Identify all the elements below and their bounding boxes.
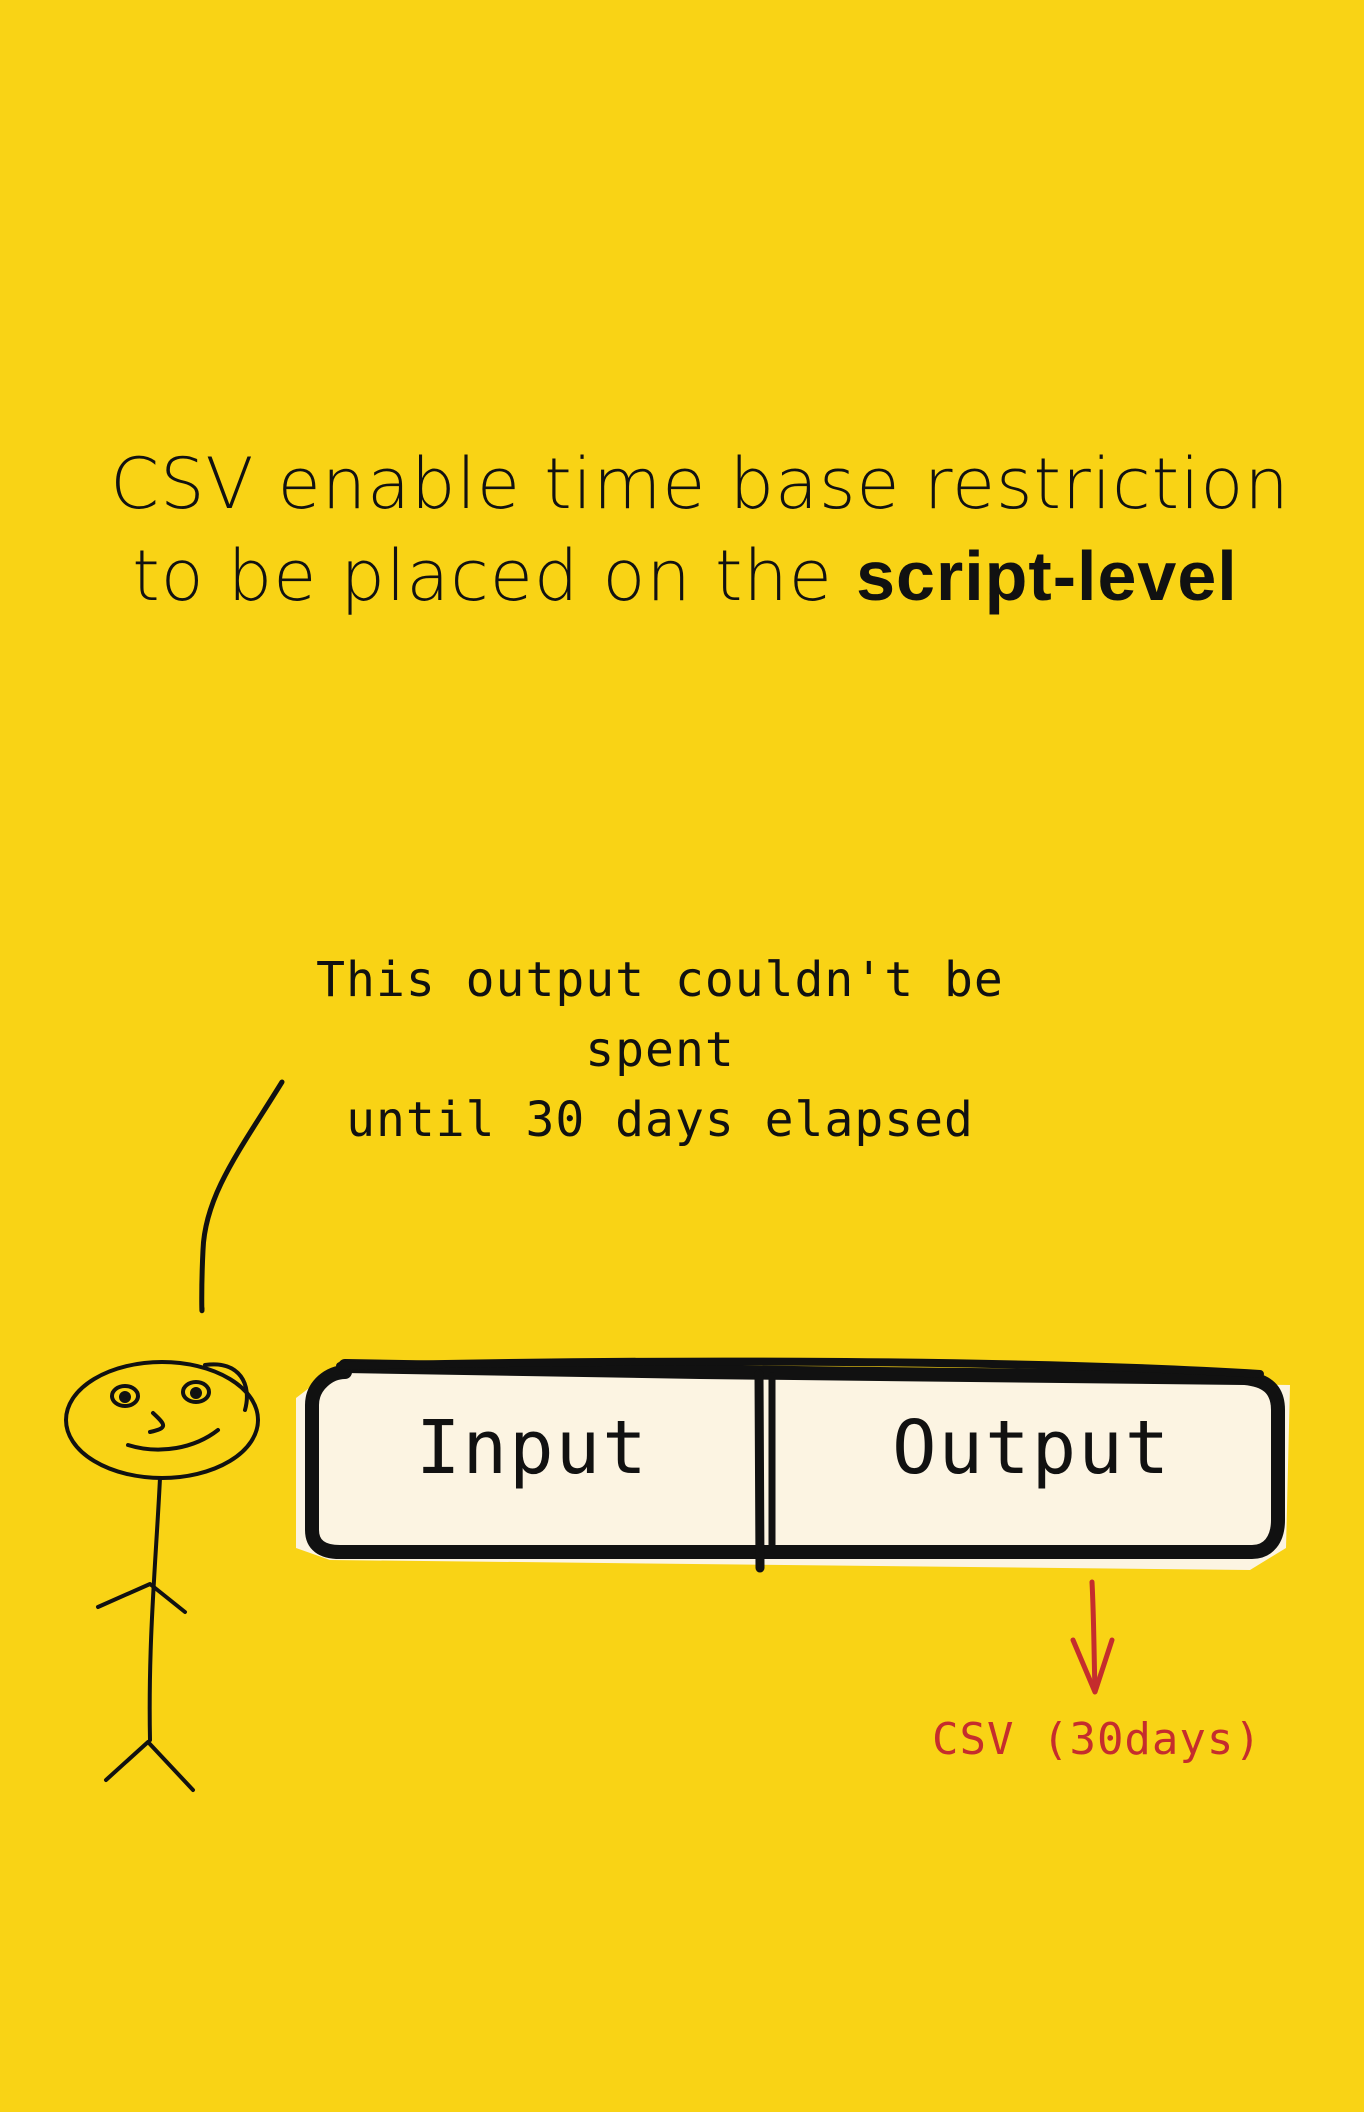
csv-label: CSV (30days) [932, 1714, 1262, 1765]
stick-figure [64, 1360, 260, 1792]
stick-figure-arms [96, 1582, 187, 1614]
headline-bold-term: script-level [856, 537, 1238, 615]
callout-line-2: until 30 days elapsed [346, 1092, 974, 1148]
transaction-divider [754, 1369, 765, 1573]
headline-line-2: to be placed on the script-level [0, 530, 1364, 622]
headline-line-1: CSV enable time base restriction [110, 443, 1290, 525]
output-label: Output [892, 1405, 1172, 1491]
stick-figure-right-eye [181, 1380, 211, 1404]
stick-figure-legs [104, 1740, 195, 1792]
headline-line-2-text: to be placed on the [132, 535, 857, 617]
headline: CSV enable time base restriction to be p… [0, 438, 1364, 622]
input-label: Input [416, 1405, 649, 1491]
transaction-box [296, 1357, 1290, 1573]
transaction-box-fill [296, 1372, 1290, 1570]
transaction-box-outline [305, 1359, 1285, 1559]
callout-line-1: This output couldn't be spent [316, 952, 1004, 1078]
csv-arrow [1070, 1579, 1115, 1695]
stick-figure-left-eye [110, 1384, 140, 1408]
stick-figure-smile [126, 1428, 220, 1452]
stick-figure-body [147, 1476, 162, 1742]
speech-pointer-line [199, 1079, 285, 1313]
stick-figure-nose [148, 1411, 166, 1434]
speech-callout: This output couldn't be spent until 30 d… [230, 945, 1090, 1155]
